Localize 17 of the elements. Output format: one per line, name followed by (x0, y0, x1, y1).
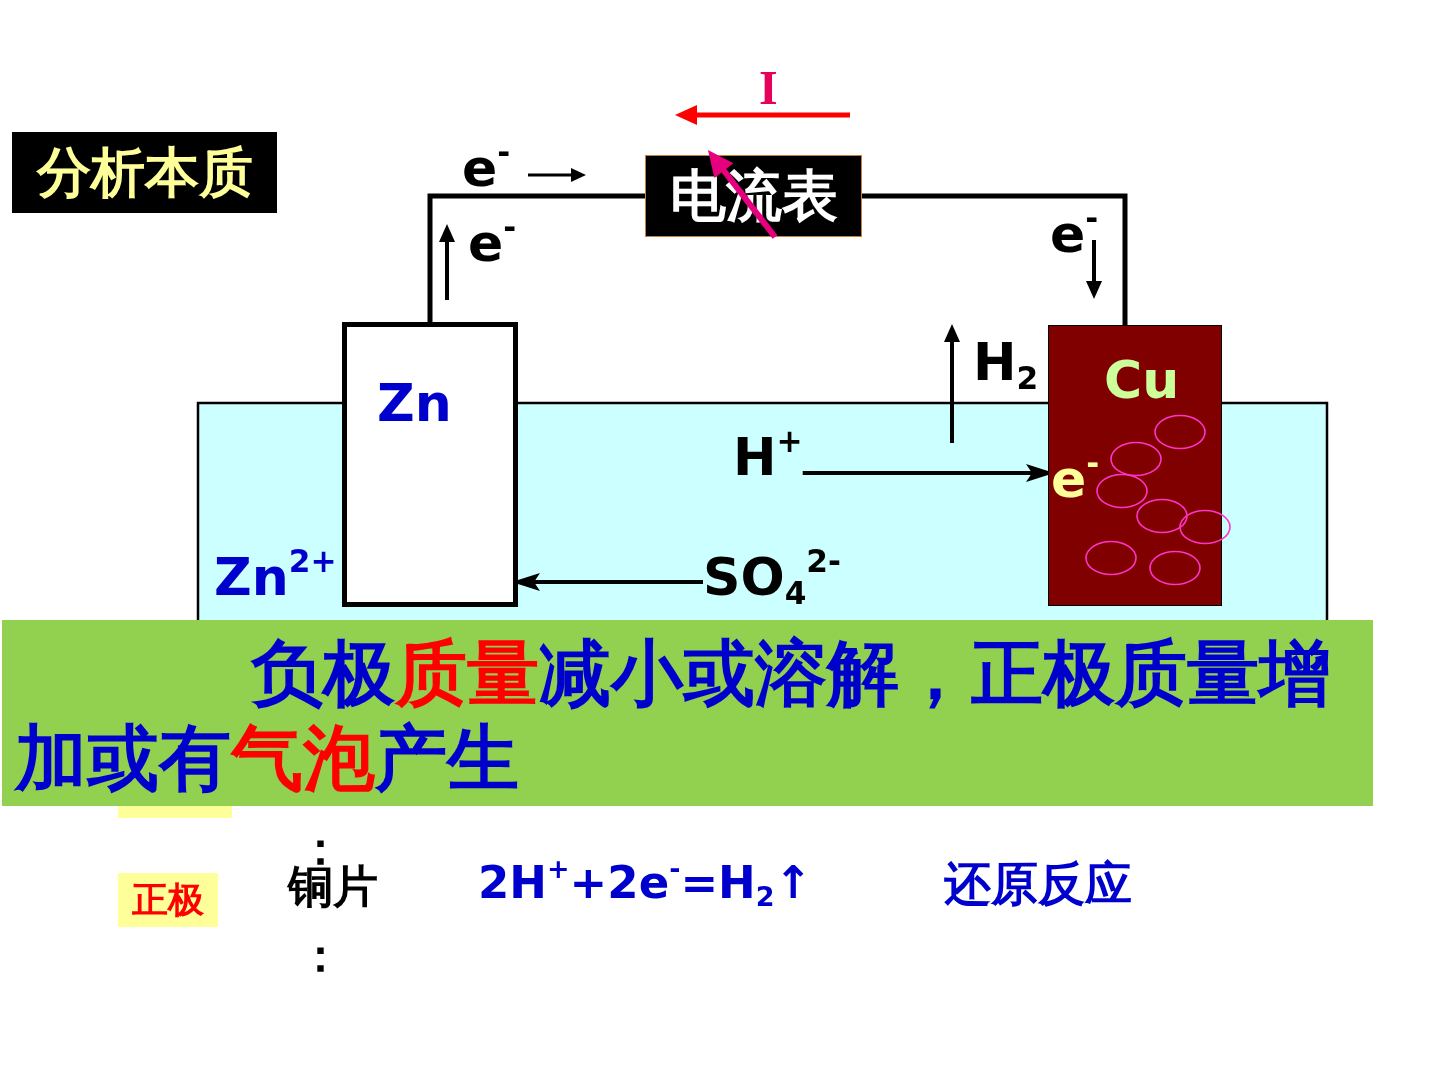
wire (427, 193, 645, 322)
electron-label: e$^{-}$ (462, 142, 511, 194)
electron-label: e$^{-}$ (1050, 208, 1099, 260)
current-label: I (759, 64, 778, 112)
electron-label: e$^{-}$ (1051, 453, 1100, 505)
note-banner: 负极质量减小或溶解，正极质量增加或有气泡产生 (2, 620, 1373, 806)
electron-label: e$^{-}$ (468, 217, 517, 269)
colon: ： (298, 933, 343, 978)
heading-box: 分析本质 (12, 132, 277, 213)
ion-label: Zn$^{2+}$ (214, 551, 337, 603)
wire (862, 193, 1128, 325)
equation: 2H$^{+}$+2e$^{-}$=H$_{2}$↑ (478, 860, 813, 905)
gas-label: H$_{2}$ (973, 336, 1039, 388)
electrode-plate: Zn (342, 322, 518, 607)
reaction-type: 还原反应 (944, 860, 1132, 907)
ion-label: H$^{+}$ (733, 431, 803, 483)
electrode-tag: 正极 (118, 873, 218, 927)
